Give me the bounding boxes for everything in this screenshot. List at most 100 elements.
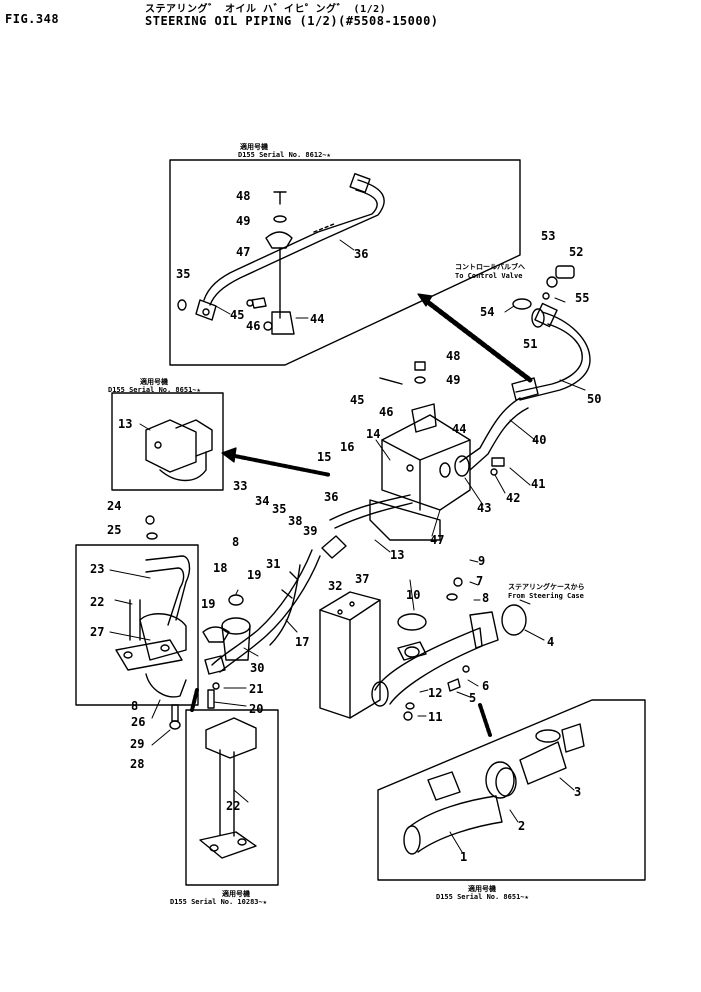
callout-39: 39 bbox=[303, 524, 318, 538]
callout-48-main: 48 bbox=[446, 349, 461, 363]
callout-21: 21 bbox=[249, 682, 264, 696]
callout-44: 44 bbox=[310, 312, 325, 326]
callout-52: 52 bbox=[569, 245, 584, 259]
left-top-inset-parts bbox=[146, 420, 212, 481]
callout-8-left: 8 bbox=[131, 699, 139, 713]
callout-23: 23 bbox=[90, 562, 105, 576]
callout-8-filter: 8 bbox=[232, 535, 240, 549]
callout-14: 14 bbox=[366, 427, 381, 441]
callout-4: 4 bbox=[547, 635, 555, 649]
note-steering-case: From Steering Case bbox=[508, 592, 584, 600]
top-inset-parts bbox=[178, 174, 384, 334]
callout-22-bottom: 22 bbox=[226, 799, 241, 813]
suction-pipe-main bbox=[372, 578, 526, 720]
leader-lines bbox=[110, 240, 585, 852]
callout-45: 45 bbox=[230, 308, 245, 322]
callout-31: 31 bbox=[266, 557, 281, 571]
inset-frame-bottom-right bbox=[378, 700, 645, 880]
flow-arrows bbox=[192, 294, 530, 735]
callout-41: 41 bbox=[531, 477, 546, 491]
inset-frame-left-top bbox=[112, 393, 223, 490]
callout-20: 20 bbox=[249, 702, 264, 716]
bottom-left-inset-parts bbox=[200, 718, 256, 858]
callout-49: 49 bbox=[236, 214, 251, 228]
callout-7: 7 bbox=[476, 574, 484, 588]
callout-44-main: 44 bbox=[452, 422, 467, 436]
callout-13-inset: 13 bbox=[118, 417, 133, 431]
callout-45-main: 45 bbox=[350, 393, 365, 407]
inset-frame-bottom-left bbox=[186, 710, 278, 885]
note-steering-case-jp: ステアリングケースから bbox=[508, 583, 585, 591]
callout-19-lower: 19 bbox=[201, 597, 216, 611]
callout-6: 6 bbox=[482, 679, 490, 693]
left-inset-parts bbox=[116, 516, 189, 729]
title-english: STEERING OIL PIPING (1/2)(#5508-15000) bbox=[145, 14, 439, 28]
callout-36-main: 36 bbox=[324, 490, 339, 504]
callout-9: 9 bbox=[478, 554, 486, 568]
serial-note-top-jp: 適用号機 bbox=[240, 143, 268, 151]
callout-12: 12 bbox=[428, 686, 443, 700]
callout-43: 43 bbox=[477, 501, 492, 515]
serial-note-bottom-left: D155 Serial No. 10283~★ bbox=[170, 898, 267, 906]
callout-19-upper: 19 bbox=[247, 568, 262, 582]
serial-note-bottom-right-jp: 適用号機 bbox=[468, 885, 496, 893]
callout-53: 53 bbox=[541, 229, 556, 243]
callout-16: 16 bbox=[340, 440, 355, 454]
callout-47: 47 bbox=[236, 245, 251, 259]
callout-50: 50 bbox=[587, 392, 602, 406]
callout-55: 55 bbox=[575, 291, 590, 305]
callout-32: 32 bbox=[328, 579, 343, 593]
serial-note-bottom-right: D155 Serial No. 8651~★ bbox=[436, 893, 529, 901]
callout-35: 35 bbox=[176, 267, 191, 281]
figure-number: FIG.348 bbox=[5, 12, 60, 26]
inset-frame-top bbox=[170, 160, 520, 365]
callout-49-main: 49 bbox=[446, 373, 461, 387]
callout-22-inset: 22 bbox=[90, 595, 105, 609]
callout-2: 2 bbox=[518, 819, 526, 833]
callout-28: 28 bbox=[130, 757, 145, 771]
callout-40: 40 bbox=[532, 433, 547, 447]
bottom-right-inset-parts bbox=[404, 724, 584, 854]
callout-26: 26 bbox=[131, 715, 146, 729]
inset-frame-left bbox=[76, 545, 198, 705]
callout-46: 46 bbox=[246, 319, 261, 333]
callout-8-main: 8 bbox=[482, 591, 490, 605]
callout-1: 1 bbox=[460, 850, 468, 864]
pipe-50-parts bbox=[512, 266, 590, 400]
callout-47-main: 47 bbox=[430, 533, 445, 547]
callout-54: 54 bbox=[480, 305, 495, 319]
title-japanese: ステアリング゛ オイル ハ゛イヒ゜ング゛ (1/2) bbox=[145, 4, 387, 15]
central-tank bbox=[322, 415, 470, 558]
pipe-40-parts bbox=[380, 362, 528, 477]
callout-11: 11 bbox=[428, 710, 443, 724]
serial-note-top: D155 Serial No. 8612~★ bbox=[238, 151, 331, 159]
note-control-valve: To Control Valve bbox=[455, 272, 523, 280]
callout-51: 51 bbox=[523, 337, 538, 351]
callout-29: 29 bbox=[130, 737, 145, 751]
callout-38: 38 bbox=[288, 514, 303, 528]
callout-30: 30 bbox=[250, 661, 265, 675]
serial-note-bottom-left-jp: 適用号機 bbox=[222, 890, 250, 898]
hoses bbox=[205, 550, 320, 674]
callout-15: 15 bbox=[317, 450, 332, 464]
callout-36: 36 bbox=[354, 247, 369, 261]
callout-42: 42 bbox=[506, 491, 521, 505]
filter-parts bbox=[203, 595, 250, 708]
callout-25: 25 bbox=[107, 523, 122, 537]
callout-35-main: 35 bbox=[272, 502, 287, 516]
callout-37: 37 bbox=[355, 572, 370, 586]
callout-18: 18 bbox=[213, 561, 228, 575]
callout-5: 5 bbox=[469, 691, 477, 705]
callout-27: 27 bbox=[90, 625, 105, 639]
callout-24: 24 bbox=[107, 499, 122, 513]
serial-note-left: D155 Serial No. 8651~★ bbox=[108, 386, 201, 394]
note-control-valve-jp: コントロールバルブへ bbox=[455, 263, 525, 271]
tank-32 bbox=[320, 592, 380, 718]
callout-3: 3 bbox=[574, 785, 582, 799]
callout-10: 10 bbox=[406, 588, 421, 602]
callout-17: 17 bbox=[295, 635, 310, 649]
callout-46-main: 46 bbox=[379, 405, 394, 419]
serial-note-left-jp: 適用号機 bbox=[140, 378, 168, 386]
